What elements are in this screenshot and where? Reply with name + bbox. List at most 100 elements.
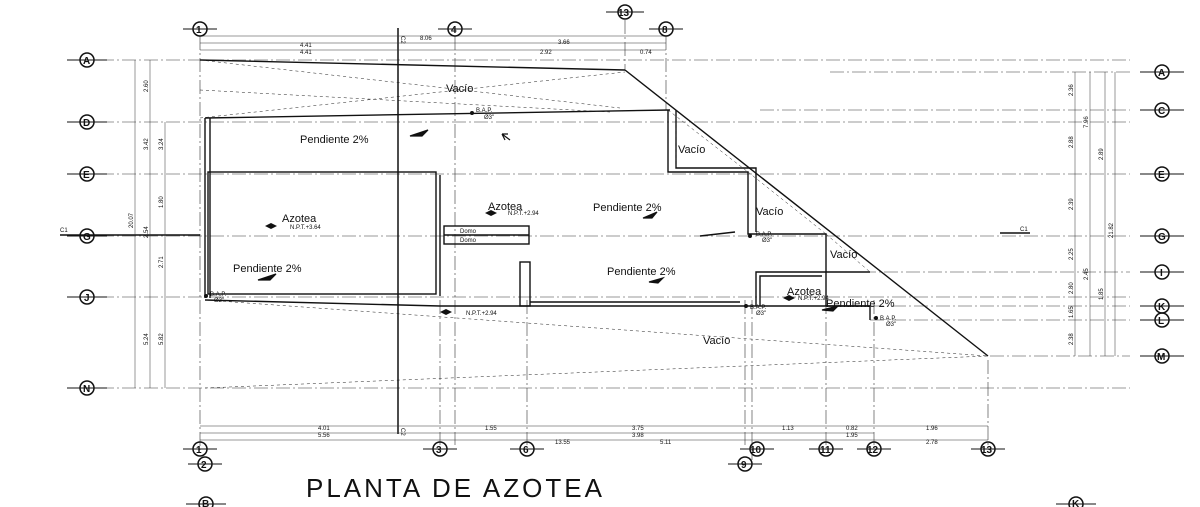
svg-text:I: I [1160, 268, 1163, 279]
dim-left: 3.42 [144, 138, 150, 150]
level-marker: N.P.T.+2.94 [485, 210, 539, 217]
dim-right: 2.45 [1084, 268, 1090, 280]
svg-text:3: 3 [436, 445, 442, 456]
axis-bubble-left-e: E [67, 166, 107, 182]
dim-left: 5.24 [144, 333, 150, 345]
axis-bubble-footer-k: K [1056, 496, 1096, 507]
label-azotea: Azotea [282, 213, 317, 225]
dim-bottom: 3.75 [632, 426, 644, 432]
dim-left: 2.71 [159, 256, 165, 268]
label-pendiente: Pendiente 2% [233, 263, 302, 275]
svg-text:Ø3": Ø3" [756, 311, 766, 317]
axis-bubble-right-m: M [1140, 348, 1184, 364]
svg-text:A: A [83, 56, 90, 67]
svg-text:B: B [202, 499, 209, 507]
wall-outlines [199, 59, 989, 357]
drawing-title: PLANTA DE AZOTEA [306, 473, 605, 503]
svg-text:B.A.P.: B.A.P. [476, 108, 493, 114]
svg-text:B.A.P.: B.A.P. [756, 232, 773, 238]
dim-right: 2.36 [1069, 84, 1075, 96]
svg-text:4: 4 [451, 25, 457, 36]
dim-top: 4.41 [300, 43, 312, 49]
svg-text:9: 9 [741, 460, 747, 471]
label-azotea: Azotea [787, 286, 822, 298]
svg-text:G: G [83, 232, 91, 243]
svg-text:2: 2 [201, 460, 207, 471]
svg-text:N.P.T.+2.94: N.P.T.+2.94 [798, 296, 829, 302]
svg-text:N.P.T.+2.94: N.P.T.+2.94 [508, 211, 539, 217]
axis-bubble-bottom-10: 10 [740, 441, 774, 457]
label-vacio-stair-3: Vacío [830, 249, 857, 261]
svg-text:B.A.P.: B.A.P. [750, 305, 767, 311]
dim-left: 3.24 [159, 138, 165, 150]
label-vacio-bottom: Vacío [703, 335, 730, 347]
dim-bottom: 1.95 [846, 433, 858, 439]
dim-top: 8.06 [420, 36, 432, 42]
label-vacio-stair-2: Vacío [756, 206, 783, 218]
axis-bubble-top-4: 4 [438, 21, 472, 37]
axis-bubble-bottom-3: 3 [423, 441, 457, 457]
dim-left: 2.60 [144, 80, 150, 92]
dimension-lines [134, 35, 1116, 441]
label-pendiente: Pendiente 2% [593, 202, 662, 214]
axis-bubble-right-i: I [1140, 264, 1184, 280]
svg-text:E: E [83, 170, 90, 181]
axis-bubble-top-8: 8 [649, 21, 683, 37]
svg-text:N.P.T.+2.94: N.P.T.+2.94 [466, 311, 497, 317]
axis-bubble-right-k: K [1140, 298, 1184, 314]
dim-right: 1.85 [1099, 288, 1105, 300]
svg-text:C: C [1158, 106, 1165, 117]
axis-bubble-right-e: E [1140, 166, 1184, 182]
svg-text:1: 1 [196, 445, 202, 456]
axis-bubble-right-c: C [1140, 102, 1184, 118]
svg-text:L: L [1158, 316, 1164, 327]
dim-bottom: 2.78 [926, 440, 938, 446]
svg-text:B.A.P.: B.A.P. [210, 292, 227, 298]
dim-right: 2.80 [1069, 282, 1075, 294]
svg-text:13: 13 [981, 445, 993, 456]
dim-bottom: 4.01 [318, 426, 330, 432]
svg-text:J: J [84, 293, 90, 304]
dim-right: 2.25 [1069, 248, 1075, 260]
dim-left: 20.07 [129, 212, 135, 228]
section-lines [60, 28, 1030, 434]
dim-bottom: 3.98 [632, 433, 644, 439]
dim-bottom: 1.96 [926, 426, 938, 432]
dim-right: 1.65 [1069, 306, 1075, 318]
dim-left: 5.82 [159, 333, 165, 345]
svg-text:B.A.P.: B.A.P. [880, 316, 897, 322]
dim-bottom: 13.55 [555, 440, 571, 446]
section-mark-c1-right: C1 [1020, 227, 1028, 233]
dim-right: 2.38 [1069, 333, 1075, 345]
level-marker: N.P.T.+2.94 [440, 309, 497, 317]
axis-bubble-top-13: 13 [606, 4, 644, 20]
svg-text:A: A [1158, 68, 1165, 79]
axis-bubble-right-g: G [1140, 228, 1184, 244]
svg-text:1: 1 [196, 25, 202, 36]
dim-bottom: 1.55 [485, 426, 497, 432]
svg-text:Ø3": Ø3" [886, 322, 896, 328]
downspout-marker: B.A.P. Ø3" [748, 232, 773, 244]
dim-top: 4.41 [300, 50, 312, 56]
dim-right: 7.96 [1084, 116, 1090, 128]
dim-bottom: 1.13 [782, 426, 794, 432]
svg-text:12: 12 [867, 445, 879, 456]
dim-top: 3.66 [558, 40, 570, 46]
void-diagonals [199, 59, 989, 389]
axis-bubble-bottom-9: 9 [728, 456, 762, 472]
axis-bubble-left-a: A [67, 52, 107, 68]
svg-text:E: E [1158, 170, 1165, 181]
axis-bubble-bottom-6: 6 [510, 441, 544, 457]
dim-top: 0.74 [640, 50, 652, 56]
axis-bubble-left-g: G [67, 228, 107, 244]
label-azotea: Azotea [488, 201, 523, 213]
label-domo: Domo [460, 229, 477, 235]
axis-bubble-top-1: 1 [183, 21, 217, 37]
dim-right: 21.82 [1109, 222, 1115, 238]
dim-top: 2.92 [540, 50, 552, 56]
dim-right: 2.39 [1069, 198, 1075, 210]
label-pendiente: Pendiente 2% [300, 134, 369, 146]
svg-text:8: 8 [662, 25, 668, 36]
svg-text:K: K [1072, 499, 1080, 507]
svg-text:Ø3": Ø3" [484, 115, 494, 121]
